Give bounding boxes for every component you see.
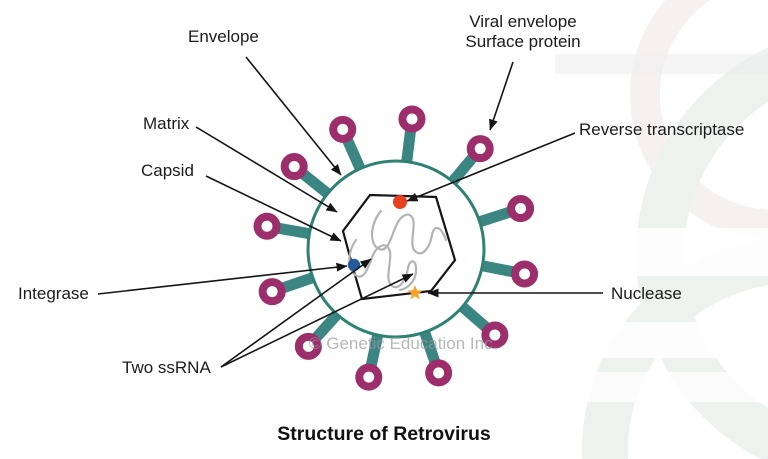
background-band <box>470 322 768 358</box>
integrase-label: Integrase <box>18 284 89 303</box>
capsid-polygon <box>341 193 457 301</box>
background-ring <box>630 0 768 240</box>
integrase-dot <box>347 258 361 272</box>
viral-envelope-label-line1: Viral envelope <box>469 12 577 31</box>
reverse-transcriptase-arrow <box>406 132 576 202</box>
spike-head <box>398 105 426 133</box>
reverse-transcriptase-dot <box>393 195 407 209</box>
matrix-label: Matrix <box>143 114 190 133</box>
spike-head <box>329 115 357 143</box>
two-ssrna-label: Two ssRNA <box>122 358 211 377</box>
envelope-spike <box>444 135 494 190</box>
nuclease-label: Nuclease <box>611 284 682 303</box>
spike-head <box>258 278 286 306</box>
spike-head <box>425 359 453 387</box>
spike-head <box>466 135 494 163</box>
envelope-spike <box>329 115 368 177</box>
reverse-transcriptase-label: Reverse transcriptase <box>579 120 745 139</box>
spike-head <box>481 321 509 349</box>
annotation-arrows <box>97 56 603 368</box>
spike-layer <box>253 105 539 391</box>
envelope-arrow <box>245 56 342 176</box>
envelope-spike <box>258 270 321 306</box>
background-ring <box>582 238 768 459</box>
envelope-spike <box>472 195 535 229</box>
spike-head <box>355 363 383 391</box>
matrix-arrow <box>195 126 338 213</box>
two-ssrna-arrow-1 <box>220 258 372 368</box>
spike-head <box>253 212 281 240</box>
spike-head <box>294 332 322 360</box>
spike-head <box>511 260 539 288</box>
capsid-label: Capsid <box>141 161 194 180</box>
nuclease-star-icon <box>407 285 423 300</box>
ssrna-strand <box>348 238 418 292</box>
spike-head <box>280 153 308 181</box>
envelope-spike <box>253 212 317 241</box>
copyright-watermark: © Genetic Education Inc. <box>309 334 498 353</box>
envelope-label: Envelope <box>188 27 259 46</box>
figure-title: Structure of Retrovirus <box>277 423 491 445</box>
capsid-arrow <box>205 175 342 242</box>
viral-envelope-label-line2: Surface protein <box>465 32 581 52</box>
viral-envelope-surface-protein-label: Viral envelope Surface protein <box>465 12 580 53</box>
spike-head <box>507 195 535 223</box>
two-ssrna-arrow-2 <box>220 273 414 368</box>
envelope-spike <box>398 105 426 169</box>
background-watermark <box>470 0 768 459</box>
ssrna-strand <box>371 209 448 255</box>
background-band <box>505 372 768 402</box>
envelope-spike <box>280 153 336 202</box>
surface-protein-arrow <box>489 61 514 131</box>
background-band <box>555 54 768 74</box>
integrase-arrow <box>97 262 348 295</box>
